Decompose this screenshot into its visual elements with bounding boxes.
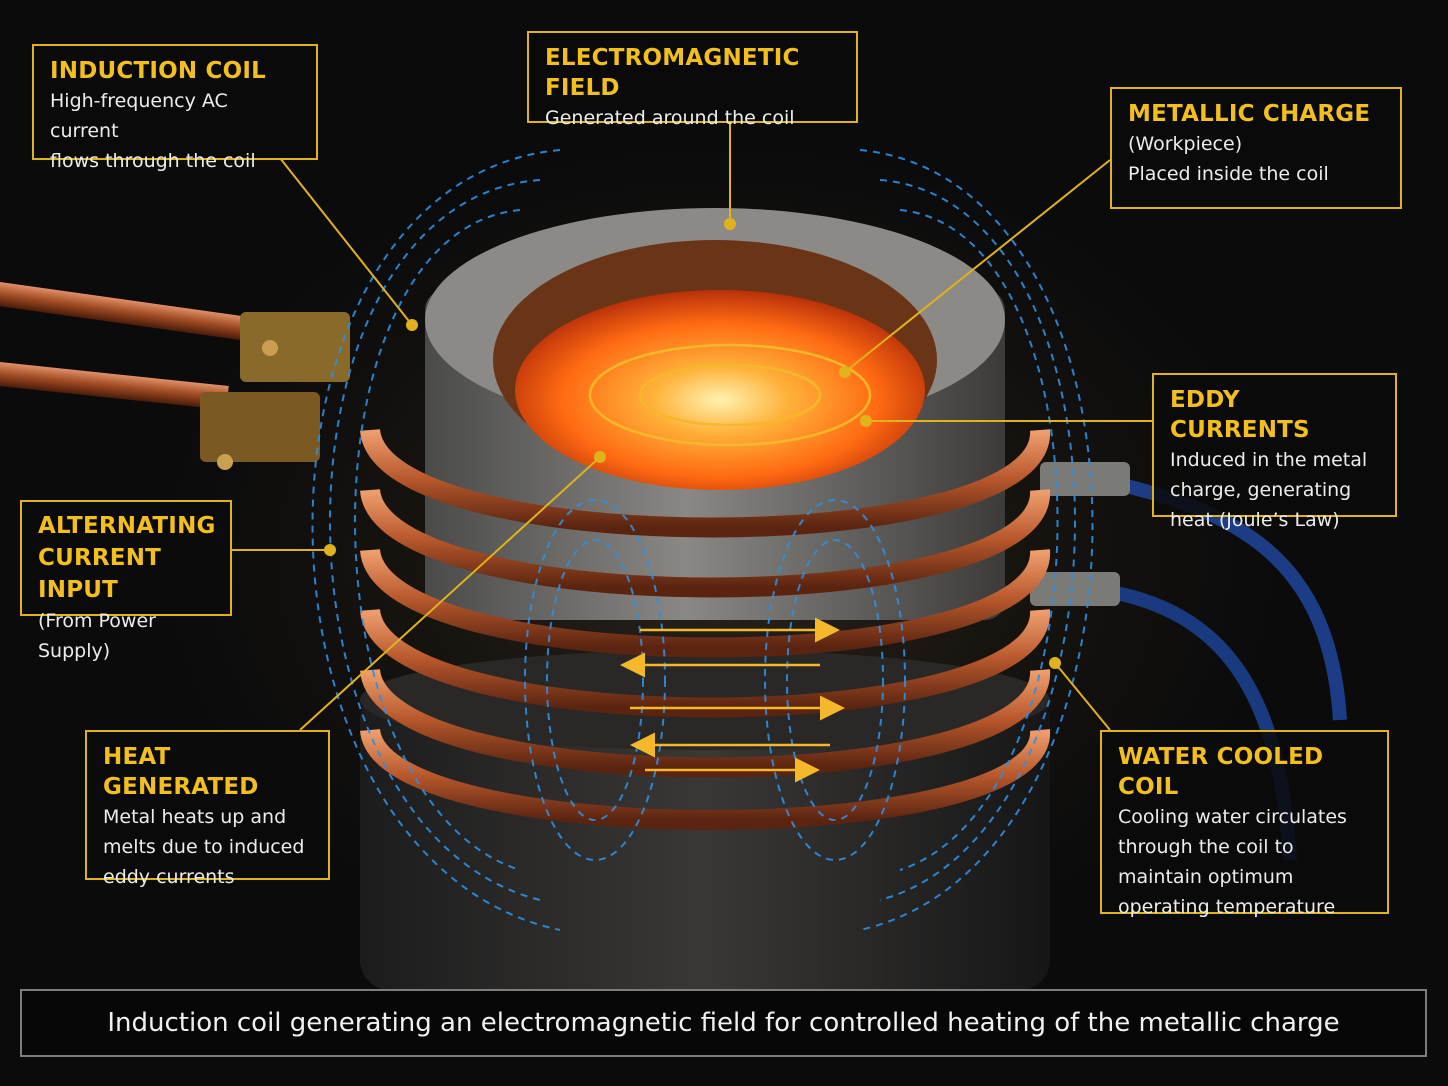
alternating-current-callout: ALTERNATING CURRENT INPUT (From Power Su… bbox=[20, 500, 232, 662]
heat-generated-callout: HEAT GENERATED Metal heats up and melts … bbox=[85, 730, 330, 888]
leader-lines bbox=[232, 122, 1152, 731]
metallic-charge-callout: METALLIC CHARGE (Workpiece) Placed insid… bbox=[1110, 87, 1402, 209]
callout-title: HEAT GENERATED bbox=[103, 744, 259, 800]
callout-title: ALTERNATING CURRENT INPUT bbox=[38, 513, 216, 603]
callout-title: ELECTROMAGNETIC FIELD bbox=[545, 45, 800, 101]
callout-body: (From Power Supply) bbox=[38, 610, 156, 662]
crucible bbox=[425, 208, 1005, 620]
eddy-current-arrows bbox=[588, 343, 872, 783]
callout-title: EDDY CURRENTS bbox=[1170, 387, 1310, 443]
figure-caption: Induction coil generating an electromagn… bbox=[20, 989, 1427, 1057]
eddy-currents-callout: EDDY CURRENTS Induced in the metal charg… bbox=[1152, 373, 1397, 531]
callout-body: High-frequency AC current flows through … bbox=[50, 90, 256, 172]
callout-body: Generated around the coil bbox=[545, 107, 795, 129]
callout-subtitle: (Workpiece) bbox=[1128, 133, 1243, 155]
input-pipes bbox=[0, 282, 350, 470]
induction-coil-callout: INDUCTION COIL High-frequency AC current… bbox=[32, 44, 318, 172]
callout-title: WATER COOLED COIL bbox=[1118, 744, 1324, 800]
callout-body: Placed inside the coil bbox=[1128, 163, 1329, 185]
water-cooled-coil-callout: WATER COOLED COIL Cooling water circulat… bbox=[1100, 730, 1389, 918]
callout-body: Cooling water circulates through the coi… bbox=[1118, 806, 1347, 918]
callout-body: Induced in the metal charge, generating … bbox=[1170, 449, 1368, 531]
callout-title: METALLIC CHARGE bbox=[1128, 101, 1371, 127]
callout-title: INDUCTION COIL bbox=[50, 58, 266, 84]
field-lines bbox=[311, 149, 1094, 931]
copper-coil bbox=[360, 427, 1051, 830]
electromagnetic-field-callout: ELECTROMAGNETIC FIELD Generated around t… bbox=[527, 31, 858, 129]
callout-body: Metal heats up and melts due to induced … bbox=[103, 806, 305, 888]
